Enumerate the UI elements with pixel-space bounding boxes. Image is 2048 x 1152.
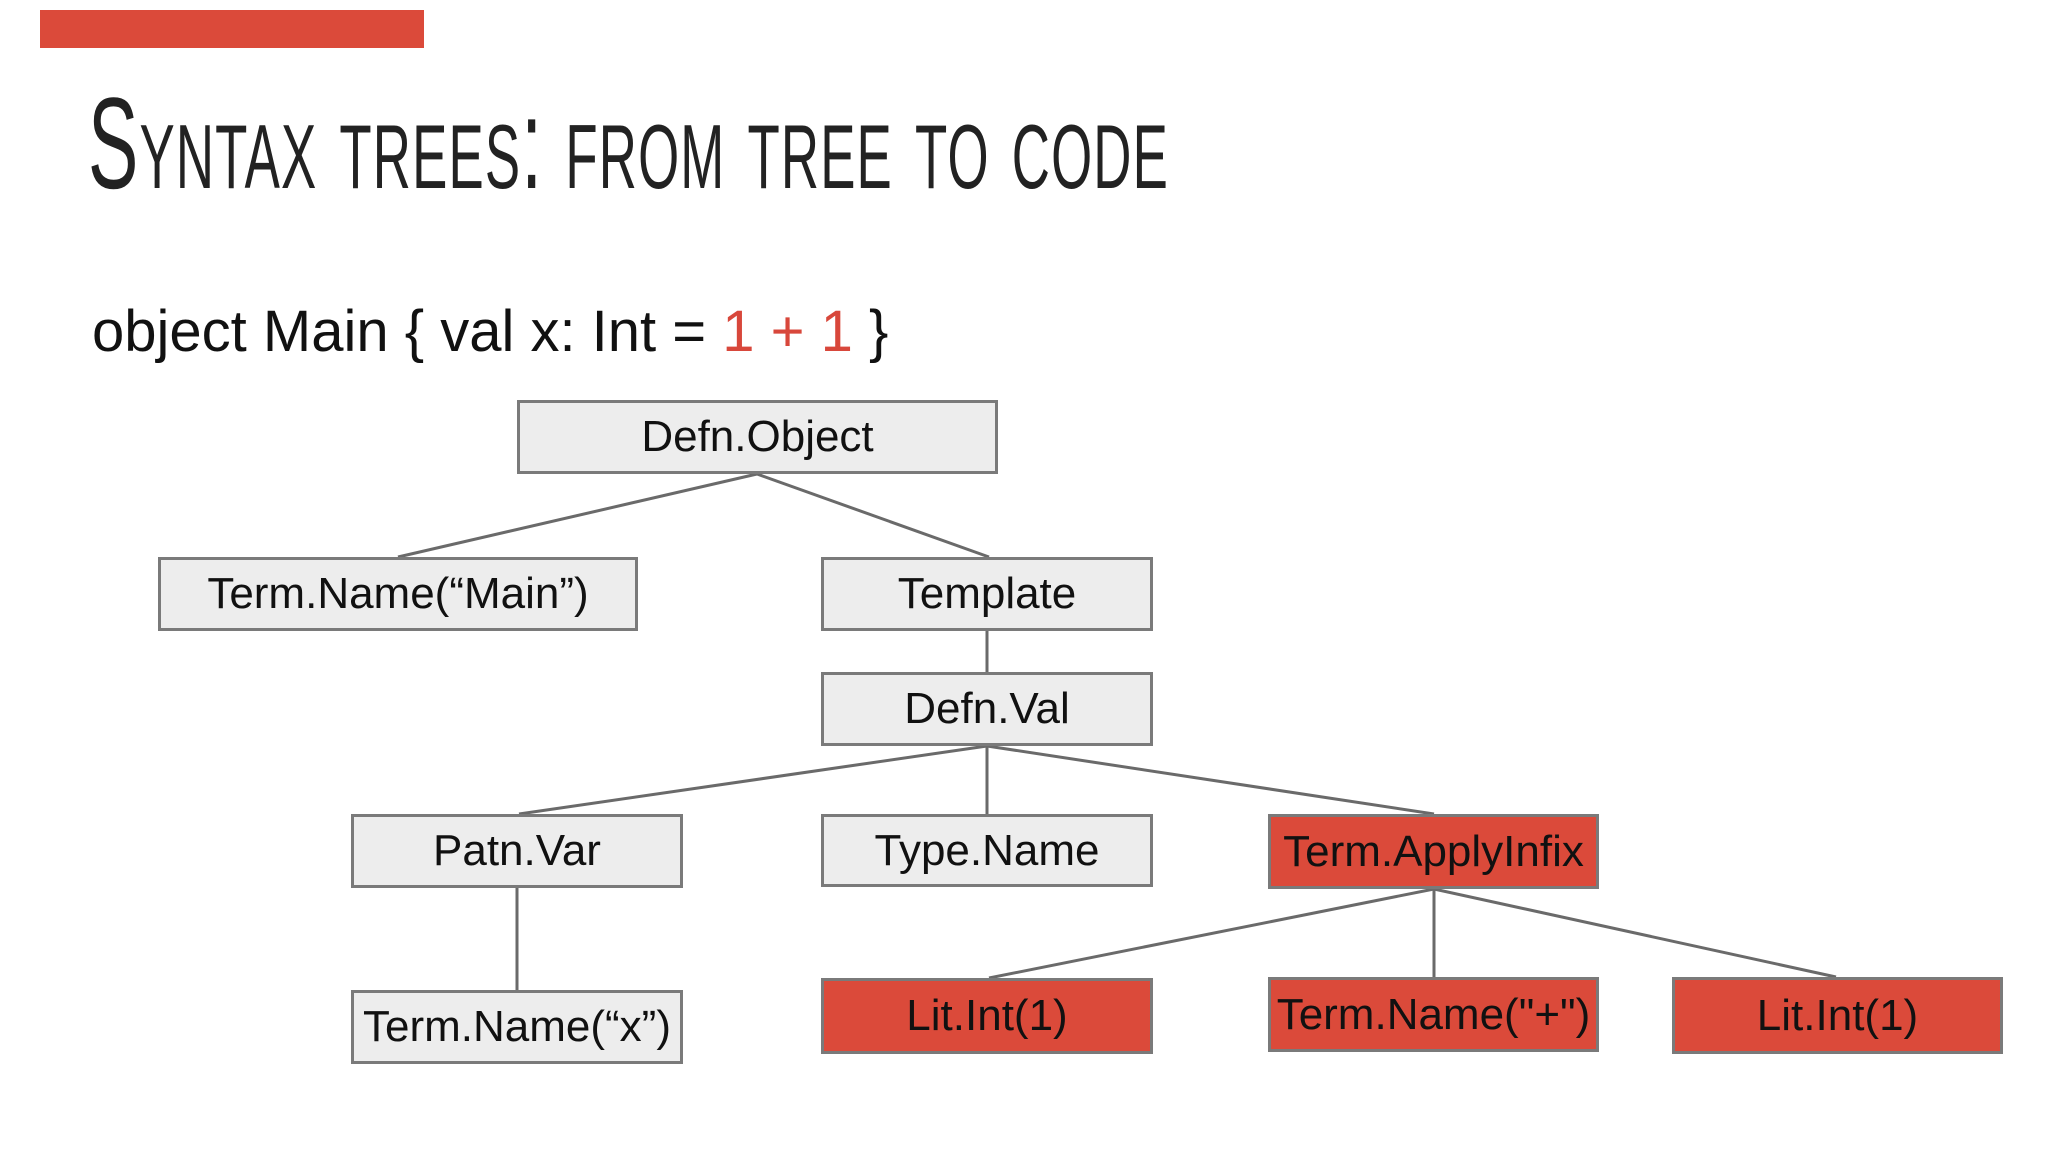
edge-applyinfix-litintleft bbox=[988, 887, 1435, 980]
code-suffix: } bbox=[852, 299, 889, 364]
node-term-name-x: Term.Name(“x”) bbox=[351, 990, 683, 1064]
code-prefix: object Main { val x: Int = bbox=[92, 299, 723, 364]
code-line: object Main { val x: Int = 1 + 1 } bbox=[92, 300, 888, 364]
edge-defnobject-termnamemain bbox=[397, 472, 758, 559]
node-lit-int-left: Lit.Int(1) bbox=[821, 978, 1153, 1054]
node-patn-var: Patn.Var bbox=[351, 814, 683, 888]
edge-defnval-patnvar bbox=[518, 744, 988, 816]
top-accent-bar bbox=[40, 10, 424, 48]
node-term-applyinfix: Term.ApplyInfix bbox=[1268, 814, 1599, 889]
edge-defnval-applyinfix bbox=[986, 744, 1435, 816]
node-term-name-plus: Term.Name("+") bbox=[1268, 977, 1599, 1052]
node-defn-object: Defn.Object bbox=[517, 400, 998, 474]
node-term-name-main: Term.Name(“Main”) bbox=[158, 557, 638, 631]
node-lit-int-right: Lit.Int(1) bbox=[1672, 977, 2003, 1054]
edge-applyinfix-litintright bbox=[1433, 887, 1837, 979]
code-highlight: 1 + 1 bbox=[722, 299, 853, 364]
node-type-name: Type.Name bbox=[821, 814, 1153, 887]
edge-defnobject-template bbox=[756, 472, 990, 559]
node-template: Template bbox=[821, 557, 1153, 631]
slide-title: Syntax trees: from tree to code bbox=[88, 70, 1169, 216]
node-defn-val: Defn.Val bbox=[821, 672, 1153, 746]
